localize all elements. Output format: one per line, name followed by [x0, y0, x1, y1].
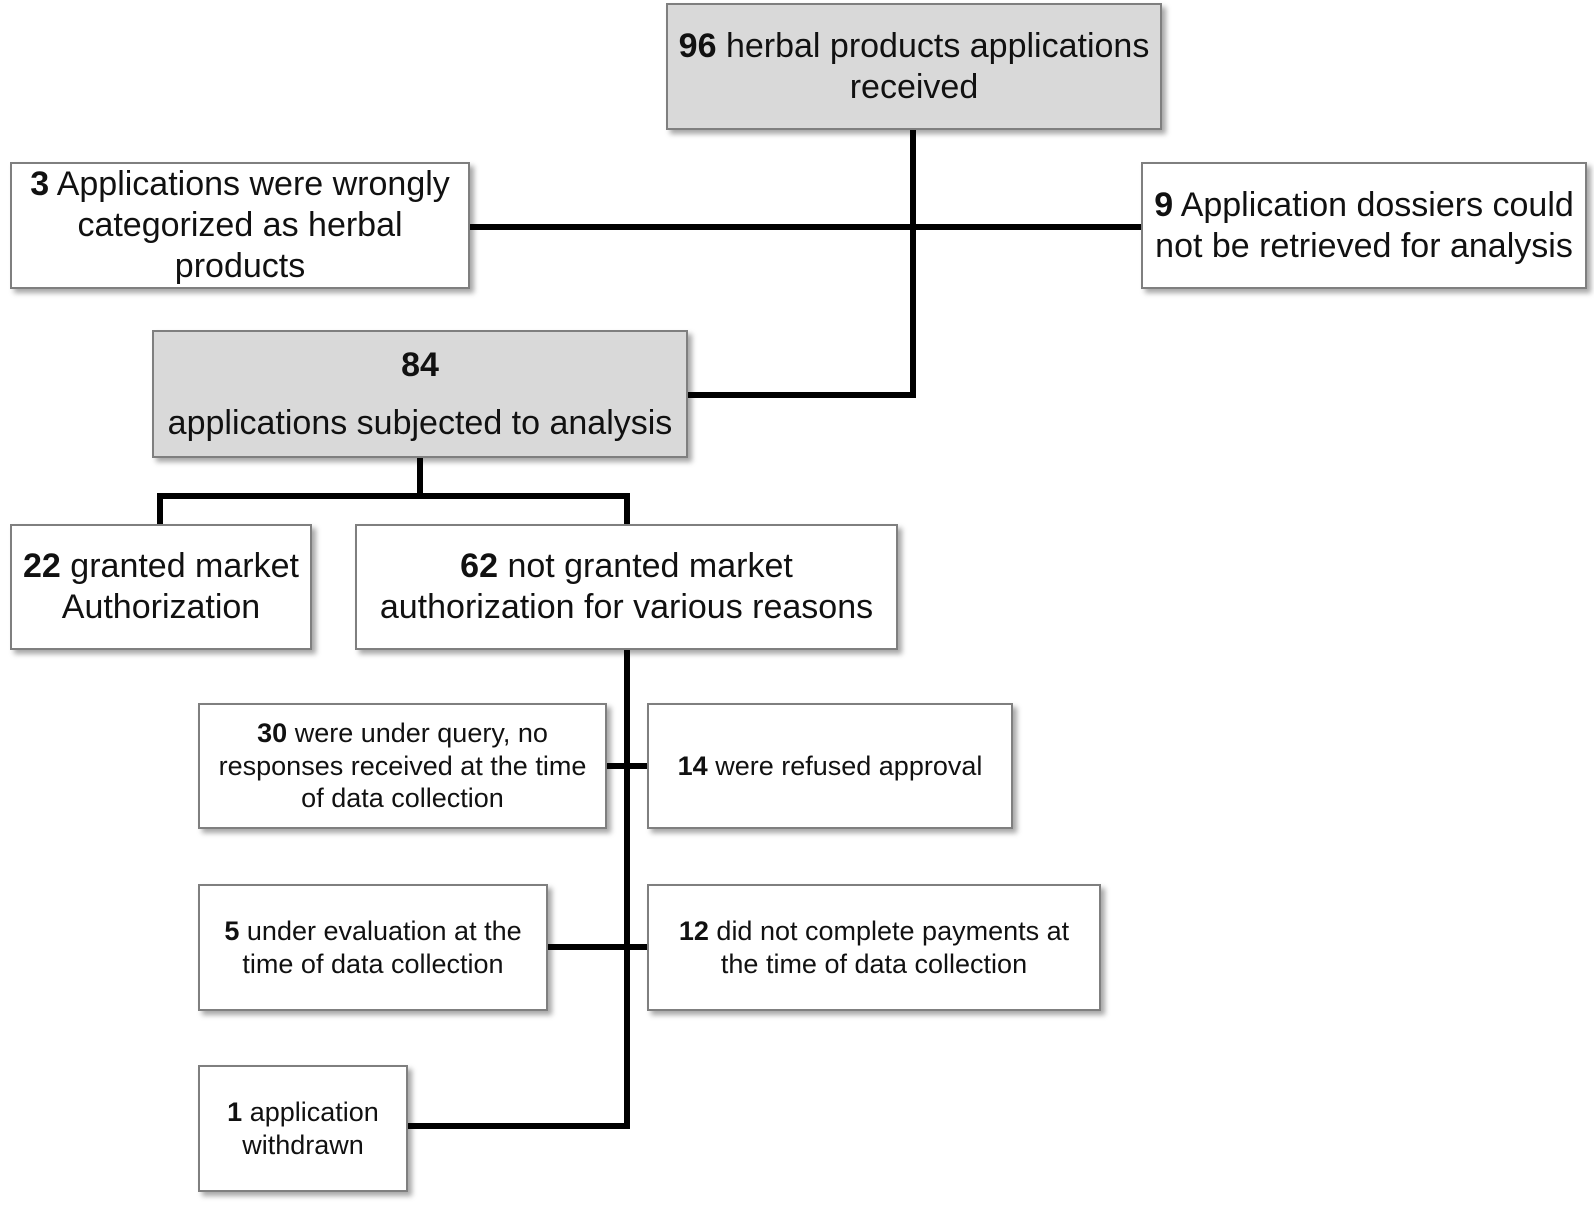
box-not-granted-authorization: 62 not granted market authorization for …: [355, 524, 898, 650]
payments-count: 12: [678, 916, 709, 947]
received-label: herbal products applications received: [725, 26, 1150, 106]
box-not-granted-authorization-text: 62 not granted market authorization for …: [365, 546, 888, 628]
refused-label: were refused approval: [715, 750, 983, 781]
analysis-count: 84: [401, 345, 439, 384]
box-incomplete-payments: 12 did not complete payments at the time…: [647, 884, 1101, 1011]
query-label: were under query, no responses received …: [218, 718, 587, 814]
box-application-withdrawn-text: 1 application withdrawn: [208, 1096, 398, 1161]
box-granted-authorization-text: 22 granted market Authorization: [20, 546, 302, 628]
evaluation-label: under evaluation at the time of data col…: [242, 916, 522, 979]
dossiers-count: 9: [1154, 185, 1174, 224]
box-under-query: 30 were under query, no responses receiv…: [198, 703, 607, 829]
connector-analysis-split: [157, 457, 630, 527]
wrong-label: Applications were wrongly categorized as…: [56, 165, 450, 285]
received-count: 96: [678, 26, 717, 65]
box-under-evaluation: 5 under evaluation at the time of data c…: [198, 884, 548, 1011]
withdrawn-label: application withdrawn: [242, 1097, 379, 1160]
dossiers-label: Application dossiers could not be retrie…: [1155, 185, 1574, 265]
refused-count: 14: [677, 750, 708, 781]
box-under-query-text: 30 were under query, no responses receiv…: [208, 717, 597, 814]
box-application-withdrawn: 1 application withdrawn: [198, 1065, 408, 1192]
evaluation-count: 5: [224, 916, 240, 947]
box-applications-received-text: 96 herbal products applications received: [676, 26, 1152, 108]
connector-received-to-analysis: [687, 129, 916, 398]
box-wrongly-categorized-text: 3 Applications were wrongly categorized …: [20, 164, 460, 286]
withdrawn-count: 1: [227, 1097, 243, 1128]
box-incomplete-payments-text: 12 did not complete payments at the time…: [657, 915, 1091, 980]
box-dossiers-not-retrieved-text: 9 Application dossiers could not be retr…: [1151, 185, 1577, 267]
granted-count: 22: [23, 547, 61, 586]
analysis-label: applications subjected to analysis: [167, 403, 673, 442]
box-granted-authorization: 22 granted market Authorization: [10, 524, 312, 650]
box-applications-analysis: 84 applications subjected to analysis: [152, 330, 688, 458]
box-applications-received: 96 herbal products applications received: [666, 3, 1162, 130]
box-under-evaluation-text: 5 under evaluation at the time of data c…: [208, 915, 538, 980]
query-count: 30: [257, 718, 288, 749]
box-wrongly-categorized: 3 Applications were wrongly categorized …: [10, 162, 470, 289]
not-granted-label: not granted market authorization for var…: [379, 547, 874, 626]
not-granted-count: 62: [460, 547, 498, 586]
granted-label: granted market Authorization: [61, 547, 299, 626]
box-dossiers-not-retrieved: 9 Application dossiers could not be retr…: [1141, 162, 1587, 289]
box-refused-approval: 14 were refused approval: [647, 703, 1013, 829]
box-refused-approval-text: 14 were refused approval: [678, 750, 983, 782]
wrong-count: 3: [30, 165, 50, 204]
payments-label: did not complete payments at the time of…: [716, 916, 1070, 979]
